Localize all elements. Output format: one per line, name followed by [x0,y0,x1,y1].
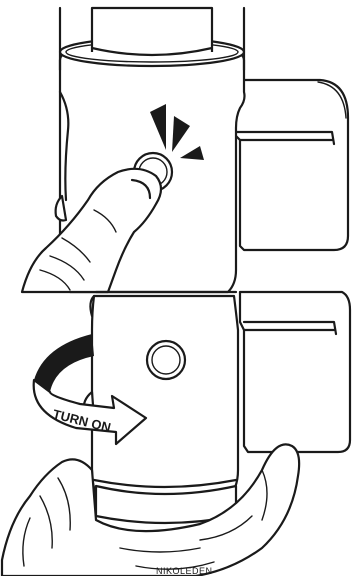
grip-module-icon [228,80,348,250]
panel-top-press-button [22,8,348,292]
panel-bottom-turn-on: TURN ON [2,292,350,576]
watermark-text: NIKOLEDEN [156,566,213,576]
power-button-icon-2 [147,341,185,379]
grip-module-icon-2 [240,292,350,452]
